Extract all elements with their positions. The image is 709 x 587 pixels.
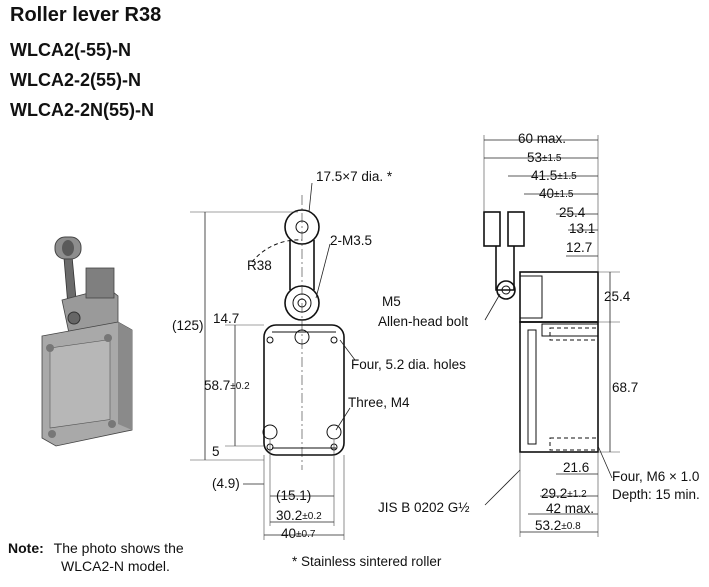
side-dim-12-7: 12.7 [566, 240, 592, 255]
mount-depth: Depth: 15 min. [612, 487, 700, 502]
threads-label: Three, M4 [348, 395, 410, 410]
left-offset: (4.9) [212, 476, 240, 491]
bottom-offset: 5 [212, 444, 220, 459]
hole-span: 30.2±0.2 [276, 508, 322, 523]
model-name: WLCA2(-55)-N [10, 40, 131, 60]
pitch-dim: (15.1) [276, 488, 311, 503]
footnote: * Stainless sintered roller [292, 554, 442, 569]
model-name: WLCA2-2N(55)-N [10, 100, 154, 120]
bolt-type: Allen-head bolt [378, 314, 468, 329]
mount-threads: Four, M6 × 1.0 [612, 469, 699, 484]
top-offset: 14.7 [213, 311, 239, 326]
overall-height: (125) [172, 318, 204, 333]
body-width: 40±0.7 [281, 526, 316, 541]
side-dim-53: 53±1.5 [527, 150, 562, 165]
radius-label: R38 [247, 258, 272, 273]
side-dim-40: 40±1.5 [539, 186, 574, 201]
screw-label: 2-M3.5 [330, 233, 372, 248]
side-dim-25-4: 25.4 [559, 205, 586, 220]
side-view [483, 135, 620, 537]
body-height: 58.7±0.2 [204, 378, 250, 393]
note-text-2: WLCA2-N model. [61, 558, 170, 574]
side-dim-29-2: 29.2±1.2 [541, 486, 587, 501]
side-dim-21-6: 21.6 [563, 460, 589, 475]
side-dim-53-2: 53.2±0.8 [535, 518, 581, 533]
front-view [190, 182, 356, 540]
side-dim-41: 41.5±1.5 [531, 168, 577, 183]
side-max-width: 60 max. [518, 131, 566, 146]
product-photo [41, 236, 133, 447]
model-name: WLCA2-2(55)-N [10, 70, 142, 90]
side-dim-42: 42 max. [546, 501, 594, 516]
side-dim-13-1: 13.1 [569, 221, 595, 236]
roller-dim: 17.5×7 dia. * [316, 169, 393, 184]
holes-label: Four, 5.2 dia. holes [351, 357, 466, 372]
page-title: Roller lever R38 [10, 4, 162, 26]
bolt-size: M5 [382, 294, 401, 309]
side-dim-25-4-v: 25.4 [604, 289, 631, 304]
side-dim-68-7: 68.7 [612, 380, 638, 395]
note-label: Note: [8, 540, 44, 556]
conduit-standard: JIS B 0202 G½ [378, 500, 470, 515]
note-text-1: The photo shows the [53, 540, 184, 556]
photo-note: Note: The photo shows the WLCA2-N model. [8, 539, 184, 575]
